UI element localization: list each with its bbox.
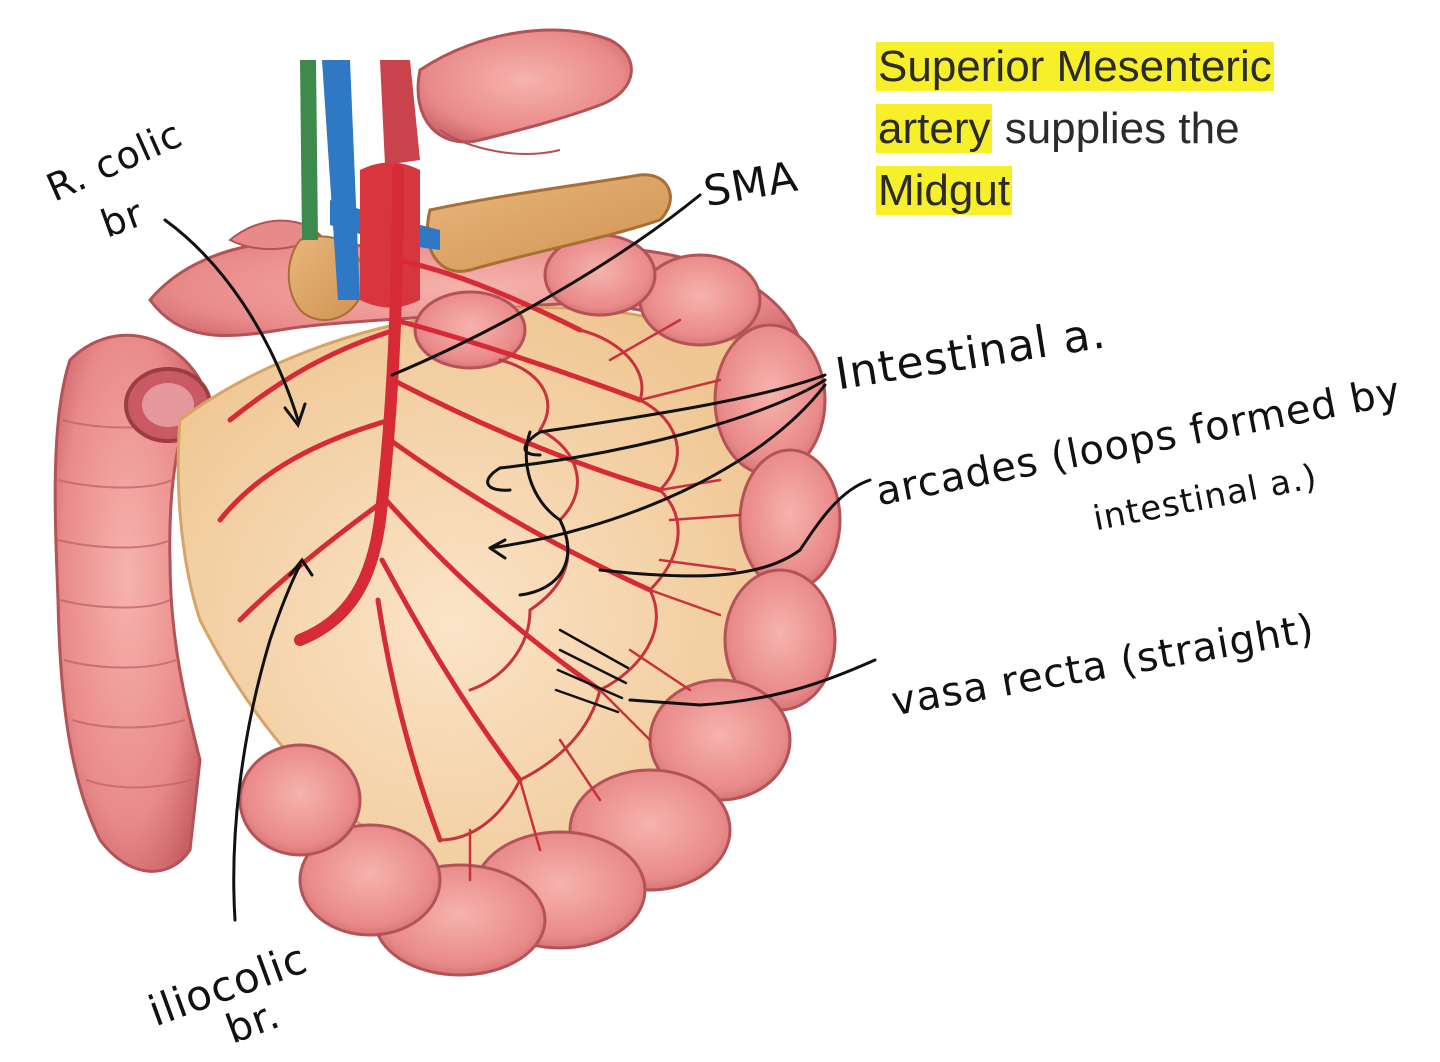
title-line-3: Midgut [876,160,1396,222]
great-vessels [300,60,440,308]
diagram-title: Superior Mesenteric artery supplies the … [876,36,1396,222]
title-line-1: Superior Mesenteric [876,36,1396,98]
title-line-2: artery supplies the [876,98,1396,160]
superior-mesenteric-artery [217,164,742,882]
title-line-2-rest: supplies the [992,104,1240,153]
title-highlight-3: Midgut [876,166,1013,215]
stomach [416,28,633,155]
title-highlight-1: Superior Mesenteric [876,42,1274,91]
annotation-pointers [163,193,877,922]
title-highlight-2: artery [876,104,993,153]
small-intestine-loops [238,233,842,977]
